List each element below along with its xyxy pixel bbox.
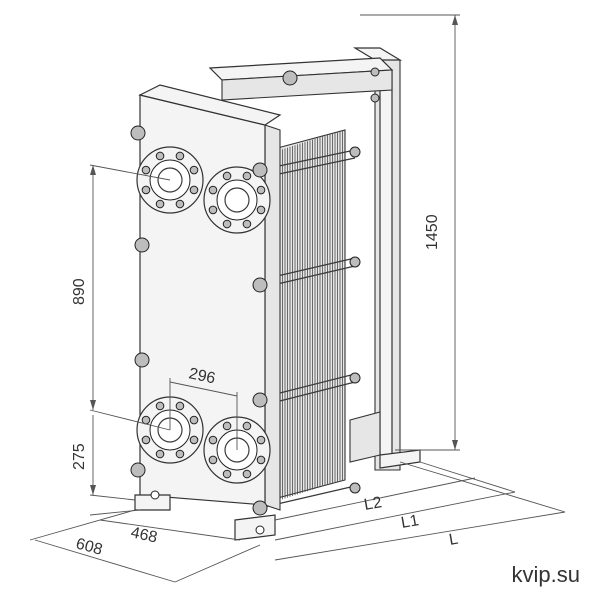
flange-bolt [208, 455, 218, 465]
plate-pack [269, 129, 346, 501]
flange-bolt [189, 435, 199, 445]
flange-bolt [141, 185, 151, 195]
port-top-right [203, 166, 271, 234]
flange-bolt [189, 415, 199, 425]
flange-bolt [208, 185, 218, 195]
dimension-total-height [360, 14, 460, 451]
flange-bolt [208, 435, 218, 445]
flange-bolt [242, 171, 252, 181]
dimension-bottom-port [89, 415, 136, 501]
watermark: kvip.su [511, 562, 580, 587]
label-length-L2: L2 [363, 494, 384, 514]
flange-bolt [155, 199, 165, 209]
flange-bolt [175, 199, 185, 209]
dimension-port-horizontal [169, 378, 238, 450]
flange-bolt [208, 205, 218, 215]
flange-bolt [222, 469, 232, 479]
flange-bolt [256, 455, 266, 465]
flange-bolt [256, 435, 266, 445]
flange-bolt [175, 449, 185, 459]
front-plate-bolts [130, 125, 268, 516]
bottom-guide [349, 411, 421, 469]
flange-bolt [242, 469, 252, 479]
flange-bolt [222, 219, 232, 229]
label-port-vertical: 890 [71, 278, 88, 305]
flange-bolt [155, 151, 165, 161]
flange-bolt [242, 421, 252, 431]
flange-bolt [141, 415, 151, 425]
flange-bolt [222, 171, 232, 181]
flange-bolt [141, 435, 151, 445]
flange-bolt [189, 185, 199, 195]
dimension-lengths [274, 461, 566, 561]
label-height-total: 1450 [424, 214, 441, 250]
label-width-outer: 608 [74, 535, 104, 558]
label-bottom-port: 275 [71, 443, 88, 470]
flange-bolt [141, 165, 151, 175]
flange-bolt [189, 165, 199, 175]
label-length-L: L [448, 531, 460, 549]
label-width-inner: 468 [129, 524, 159, 546]
label-port-horizontal: 296 [187, 365, 217, 387]
dimension-port-vertical [89, 164, 171, 431]
flange-bolt [242, 219, 252, 229]
flange-bolt [222, 421, 232, 431]
flange-bolt [175, 401, 185, 411]
flange-bolt [256, 205, 266, 215]
flange-bolt [155, 449, 165, 459]
top-guide-bar [208, 57, 394, 103]
flange-bolt [175, 151, 185, 161]
rear-frame-column [352, 47, 403, 471]
feet [134, 490, 276, 541]
flange-bolt [155, 401, 165, 411]
dimension-widths [29, 509, 261, 583]
label-length-L1: L1 [400, 512, 421, 532]
flange-bolt [256, 185, 266, 195]
